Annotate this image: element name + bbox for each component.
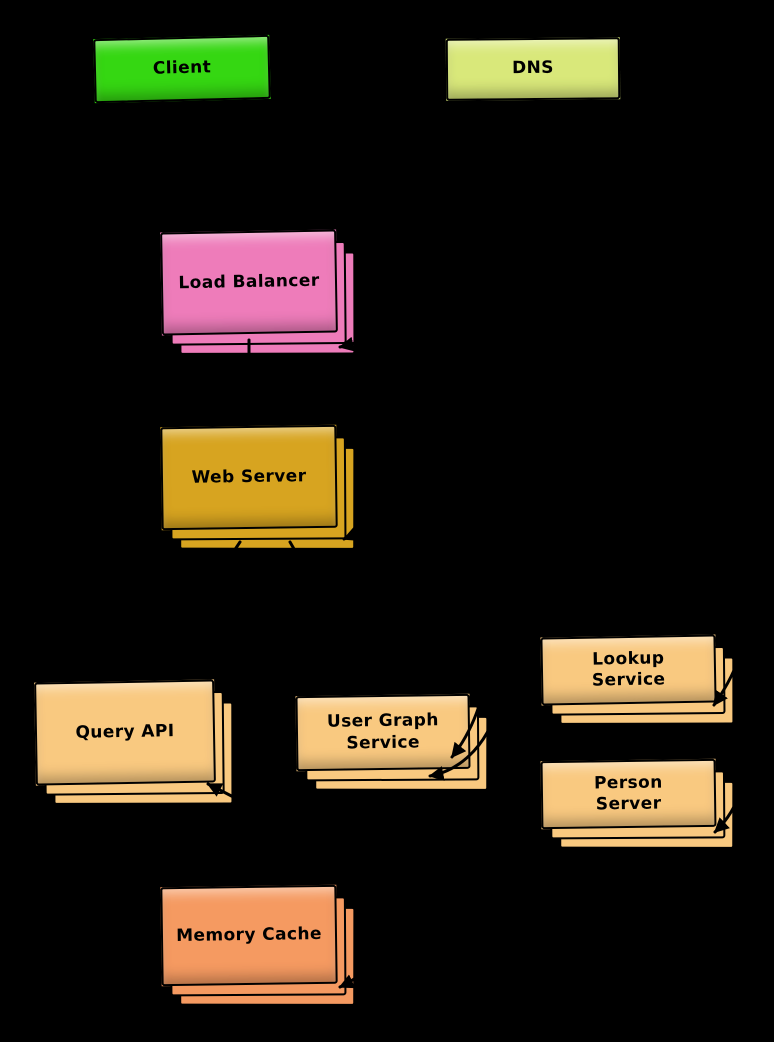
node-face: Web Server [160,424,338,531]
node-web-server[interactable]: Web Server [160,424,356,550]
node-face: DNS [445,37,621,101]
edge-user-graph-out [334,788,457,804]
edge-web-server-user-graph [288,540,376,690]
node-label: User Graph Service [326,710,439,754]
node-face: User Graph Service [295,693,471,772]
edge-client-load-balancer [180,102,218,228]
node-label: DNS [512,58,554,79]
edge-into-web-server [342,476,432,541]
node-face: Load Balancer [160,229,338,336]
node-label: Client [152,57,212,80]
node-label: Lookup Service [591,648,666,691]
edge-web-server-query-api [150,540,242,676]
node-face: Memory Cache [160,884,338,987]
edge-client-dns [270,58,440,74]
node-label: Memory Cache [176,923,322,946]
node-query-api[interactable]: Query API [34,679,234,805]
node-label: Query API [75,721,175,743]
node-memory-cache[interactable]: Memory Cache [160,884,356,1006]
node-face: Client [93,34,271,104]
node-label: Web Server [191,466,307,488]
node-user-graph-service[interactable]: User Graph Service [295,693,489,791]
node-load-balancer[interactable]: Load Balancer [160,229,356,355]
node-label: Person Server [593,772,663,815]
node-lookup-service[interactable]: Lookup Service [540,634,735,725]
node-client[interactable]: Client [93,34,271,104]
node-label: Load Balancer [178,270,320,294]
node-person-server[interactable]: Person Server [540,758,735,849]
node-dns[interactable]: DNS [445,37,621,101]
node-face: Person Server [540,758,717,830]
node-face: Lookup Service [540,634,717,706]
node-face: Query API [34,679,216,786]
